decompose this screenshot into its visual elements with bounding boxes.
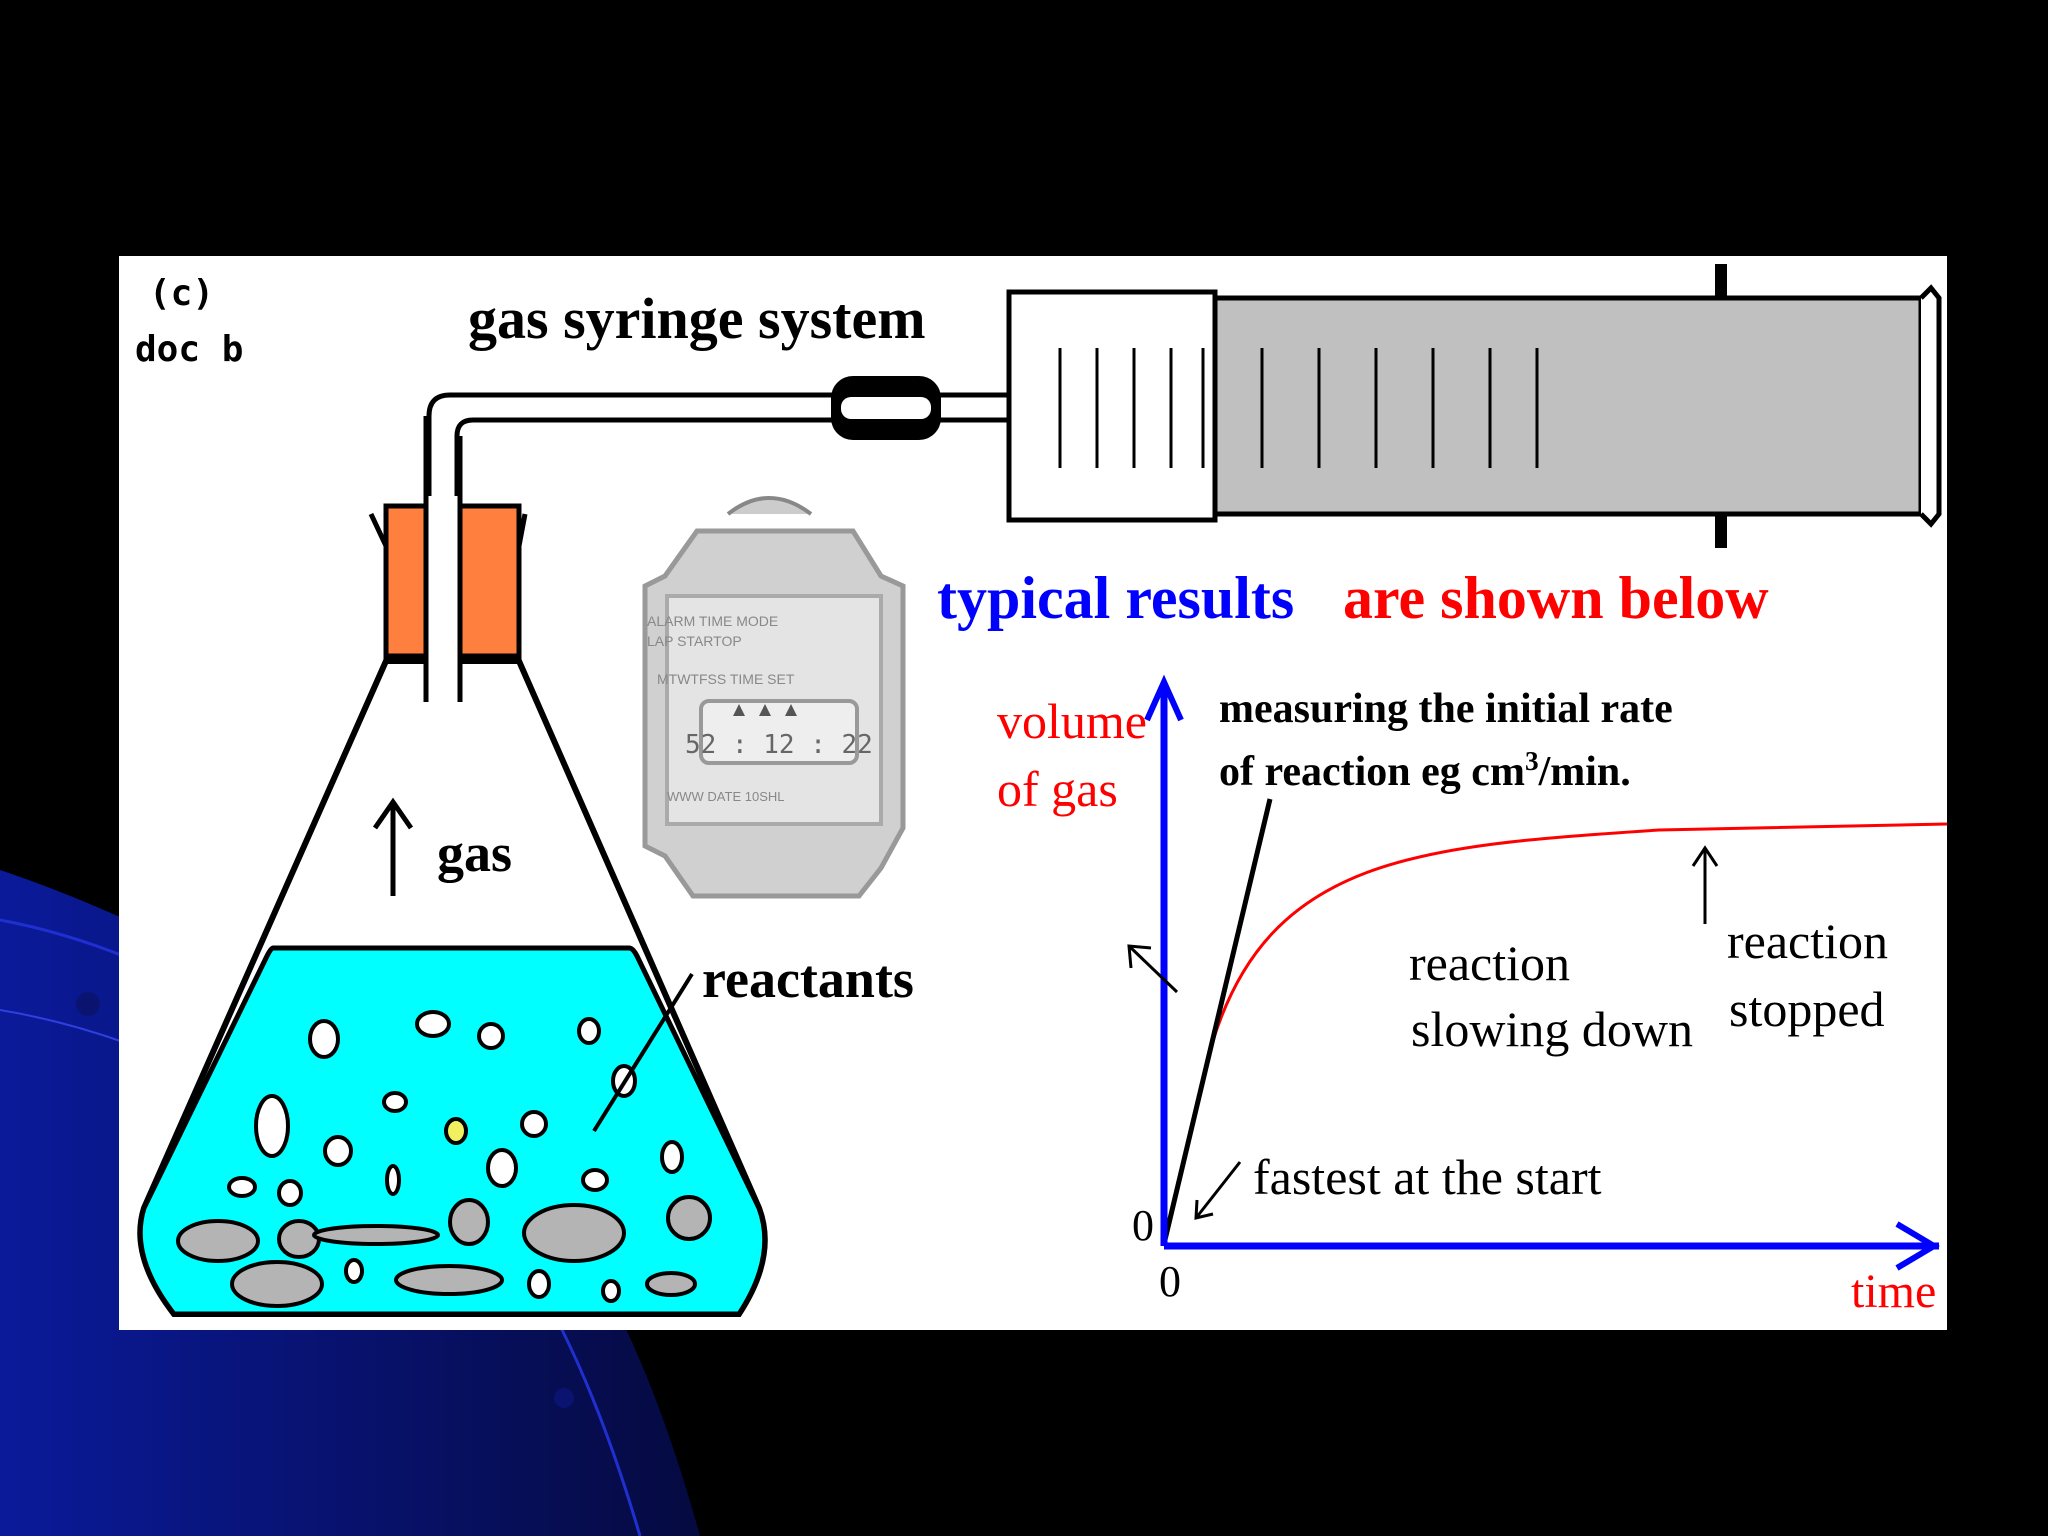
reactant-particles bbox=[227, 1010, 684, 1303]
syringe-graduations bbox=[1058, 348, 1539, 468]
annotation-fastest: fastest at the start bbox=[1253, 1149, 1602, 1205]
stopwatch-icon bbox=[642, 496, 906, 899]
stopwatch-row2: LAP STARTOP bbox=[647, 633, 742, 649]
y-axis-label-line1: volume bbox=[997, 693, 1147, 749]
annotation-stopped-line2: stopped bbox=[1729, 981, 1885, 1037]
x-axis-label: time bbox=[1851, 1265, 1937, 1318]
heading-blue: typical results bbox=[937, 565, 1295, 631]
conical-flask bbox=[137, 416, 768, 1317]
rate-graph bbox=[1127, 674, 1947, 1271]
delivery-tube bbox=[426, 392, 1009, 521]
doc-reference: doc b bbox=[135, 329, 244, 370]
annotation-slowing-line1: reaction bbox=[1409, 935, 1571, 991]
apparatus-diagram bbox=[137, 264, 1947, 1317]
initial-rate-tangent bbox=[1161, 798, 1273, 1245]
tangent-note-line2: of reaction eg cm3/min. bbox=[1219, 746, 1631, 795]
gas-label: gas bbox=[437, 823, 513, 883]
reactants-label: reactants bbox=[702, 949, 914, 1009]
tangent-note-line1: measuring the initial rate bbox=[1219, 686, 1673, 732]
annotation-slowing-line2: slowing down bbox=[1411, 1001, 1693, 1057]
reactants-pointer bbox=[592, 972, 694, 1133]
arrow-fastest bbox=[1194, 1161, 1242, 1219]
x-origin-label: 0 bbox=[1159, 1257, 1181, 1306]
stopwatch-row1: ALARM TIME MODE bbox=[647, 613, 779, 629]
arrow-slowing bbox=[1127, 944, 1179, 994]
stopwatch-display: 52 : 12 : 22 bbox=[685, 730, 873, 760]
gas-arrow bbox=[372, 797, 414, 896]
y-origin-label: 0 bbox=[1132, 1201, 1154, 1250]
heading-red: are shown below bbox=[1343, 565, 1769, 631]
annotation-stopped-line1: reaction bbox=[1727, 913, 1889, 969]
stopwatch-days: MTWTFSS TIME SET bbox=[657, 671, 795, 687]
solid-lumps bbox=[176, 1195, 712, 1308]
figure-letter: (c) bbox=[149, 273, 215, 314]
y-axis-label-line2: of gas bbox=[997, 761, 1118, 817]
diagram-panel: (c) doc b gas syringe system gas reactan… bbox=[119, 256, 1947, 1330]
gas-syringe bbox=[1006, 264, 1942, 548]
syringe-title: gas syringe system bbox=[468, 286, 926, 351]
stopwatch-footer: WWW DATE 10SHL bbox=[667, 789, 785, 804]
volume-curve bbox=[1210, 822, 1947, 1045]
